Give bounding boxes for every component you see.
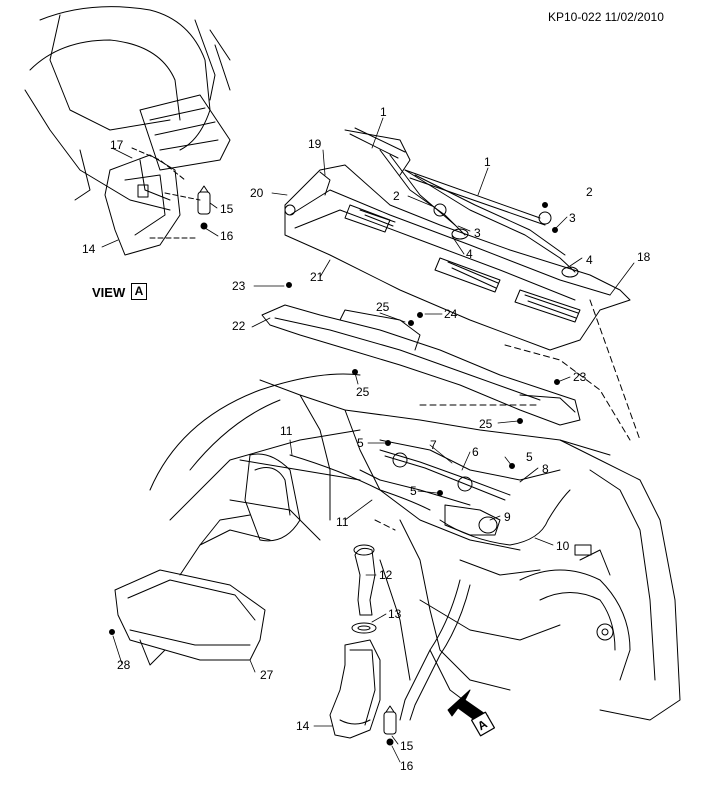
callout-9: 9 [504, 510, 511, 524]
callout-2: 2 [586, 185, 593, 199]
callout-4: 4 [586, 253, 593, 267]
callout-3: 3 [569, 211, 576, 225]
callout-25: 25 [479, 417, 493, 431]
callout-13: 13 [388, 607, 402, 621]
callout-10: 10 [556, 539, 570, 553]
callout-14: 14 [296, 719, 310, 733]
lower-cowl-panel [261, 304, 581, 426]
callout-25: 25 [376, 300, 390, 314]
dashed-leaders [374, 299, 641, 531]
fasteners [109, 202, 560, 635]
callout-23: 23 [232, 279, 246, 293]
callout-19: 19 [308, 137, 322, 151]
callout-22: 22 [232, 319, 246, 333]
callout-5: 5 [357, 436, 364, 450]
callout-2: 2 [393, 189, 400, 203]
callout-16: 16 [220, 229, 234, 243]
callout-23: 23 [573, 370, 587, 384]
view-direction-arrow [447, 689, 496, 737]
callout-27: 27 [260, 668, 274, 682]
radiator-support [114, 514, 271, 666]
callout-5: 5 [526, 450, 533, 464]
callout-12: 12 [379, 568, 393, 582]
leader-lines [101, 117, 635, 763]
callout-18: 18 [637, 250, 651, 264]
callout-1: 1 [484, 155, 491, 169]
document-id: KP10-022 11/02/2010 [548, 10, 664, 24]
callout-6: 6 [472, 445, 479, 459]
view-letter-box: A [131, 283, 147, 300]
callout-15: 15 [400, 739, 414, 753]
view-label: VIEW [92, 285, 126, 300]
cowl-panel [284, 164, 631, 351]
callout-11: 11 [336, 515, 349, 529]
callout-16: 16 [400, 759, 414, 773]
callout-25: 25 [356, 385, 370, 399]
callout-8: 8 [542, 462, 549, 476]
washer-reservoir [329, 544, 397, 746]
callout-15: 15 [220, 202, 234, 216]
callout-20: 20 [250, 186, 264, 200]
callout-4: 4 [466, 247, 473, 261]
callout-11: 11 [280, 424, 293, 438]
callout-1: 1 [380, 105, 387, 119]
callout-14: 14 [82, 242, 96, 256]
callout-24: 24 [444, 307, 458, 321]
inset-pump [197, 191, 211, 215]
body-structure [149, 373, 681, 721]
callout-21: 21 [310, 270, 324, 284]
view-a-inset [24, 6, 231, 256]
callout-5: 5 [410, 484, 417, 498]
callout-17: 17 [110, 138, 124, 152]
callout-7: 7 [430, 438, 437, 452]
inset-reservoir-outline [104, 154, 181, 256]
wiper-assembly [344, 127, 579, 278]
callout-3: 3 [474, 226, 481, 240]
callout-28: 28 [117, 658, 131, 672]
